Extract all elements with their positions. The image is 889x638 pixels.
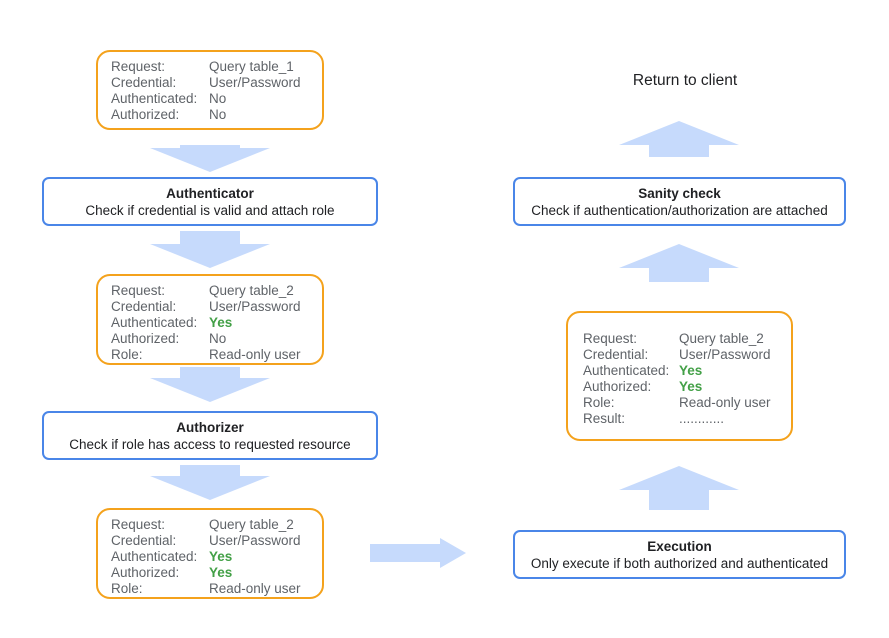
up-arrow-3 xyxy=(619,121,739,157)
role-value: Read-only user xyxy=(209,581,301,596)
sanity-check-step: Sanity check Check if authentication/aut… xyxy=(513,177,846,226)
up-arrow-1 xyxy=(619,466,739,510)
role-value: Read-only user xyxy=(209,347,301,362)
credential-label: Credential: xyxy=(111,299,177,314)
authenticator-step: Authenticator Check if credential is val… xyxy=(42,177,378,226)
authorizer-description: Check if role has access to requested re… xyxy=(69,437,351,452)
role-value: Read-only user xyxy=(679,395,771,410)
role-label: Role: xyxy=(111,581,143,596)
down-arrow-1 xyxy=(150,145,270,172)
request-value: Query table_2 xyxy=(209,283,294,298)
execution-step: Execution Only execute if both authorize… xyxy=(513,530,846,579)
authenticated-value: Yes xyxy=(679,363,703,378)
credential-value: User/Password xyxy=(209,533,301,548)
return-to-client-label: Return to client xyxy=(632,72,738,89)
request-value: Query table_2 xyxy=(209,517,294,532)
request-state-authenticated: Request: Query table_2 Credential: User/Pa… xyxy=(96,274,324,365)
request-state-result: Request: Query table_2 Credential: User/Pa… xyxy=(566,311,793,441)
request-value: Query table_1 xyxy=(209,59,294,74)
credential-value: User/Password xyxy=(679,347,771,362)
execution-description: Only execute if both authorized and auth… xyxy=(530,556,829,571)
down-arrow-3 xyxy=(150,367,270,402)
sanity-check-title: Sanity check xyxy=(638,186,721,201)
authenticator-description: Check if credential is valid and attach … xyxy=(85,203,335,218)
role-label: Role: xyxy=(111,347,143,362)
authorized-value: No xyxy=(209,331,227,346)
request-label: Request: xyxy=(111,59,166,74)
request-value: Query table_2 xyxy=(679,331,764,346)
up-arrow-2 xyxy=(619,244,739,282)
authorized-label: Authorized: xyxy=(111,565,180,580)
request-state-initial: Request: Query table_1 Credential: User/Pa… xyxy=(96,50,324,130)
authenticated-label: Authenticated: xyxy=(583,363,670,378)
authenticated-label: Authenticated: xyxy=(111,91,198,106)
authenticated-value: Yes xyxy=(209,549,233,564)
authorized-label: Authorized: xyxy=(111,107,180,122)
authenticator-title: Authenticator xyxy=(166,186,254,201)
down-arrow-4 xyxy=(150,465,270,500)
down-arrow-2 xyxy=(150,231,270,268)
credential-value: User/Password xyxy=(209,75,301,90)
result-value: ............ xyxy=(679,411,725,426)
authorized-value: No xyxy=(209,107,227,122)
result-label: Result: xyxy=(583,411,626,426)
request-label: Request: xyxy=(111,517,166,532)
execution-title: Execution xyxy=(647,539,712,554)
authenticated-label: Authenticated: xyxy=(111,315,198,330)
credential-label: Credential: xyxy=(111,533,177,548)
sanity-check-description: Check if authentication/authorization ar… xyxy=(531,203,828,218)
authorized-label: Authorized: xyxy=(583,379,652,394)
authenticated-value: No xyxy=(209,91,227,106)
credential-label: Credential: xyxy=(111,75,177,90)
authorizer-title: Authorizer xyxy=(176,420,244,435)
authorized-value: Yes xyxy=(209,565,233,580)
right-arrow xyxy=(370,538,466,568)
credential-label: Credential: xyxy=(583,347,649,362)
authorizer-step: Authorizer Check if role has access to r… xyxy=(42,411,378,460)
request-label: Request: xyxy=(583,331,638,346)
authorized-value: Yes xyxy=(679,379,703,394)
authenticated-value: Yes xyxy=(209,315,233,330)
request-label: Request: xyxy=(111,283,166,298)
credential-value: User/Password xyxy=(209,299,301,314)
authenticated-label: Authenticated: xyxy=(111,549,198,564)
authorized-label: Authorized: xyxy=(111,331,180,346)
role-label: Role: xyxy=(583,395,615,410)
request-state-authorized: Request: Query table_2 Credential: User/Pa… xyxy=(96,508,324,599)
